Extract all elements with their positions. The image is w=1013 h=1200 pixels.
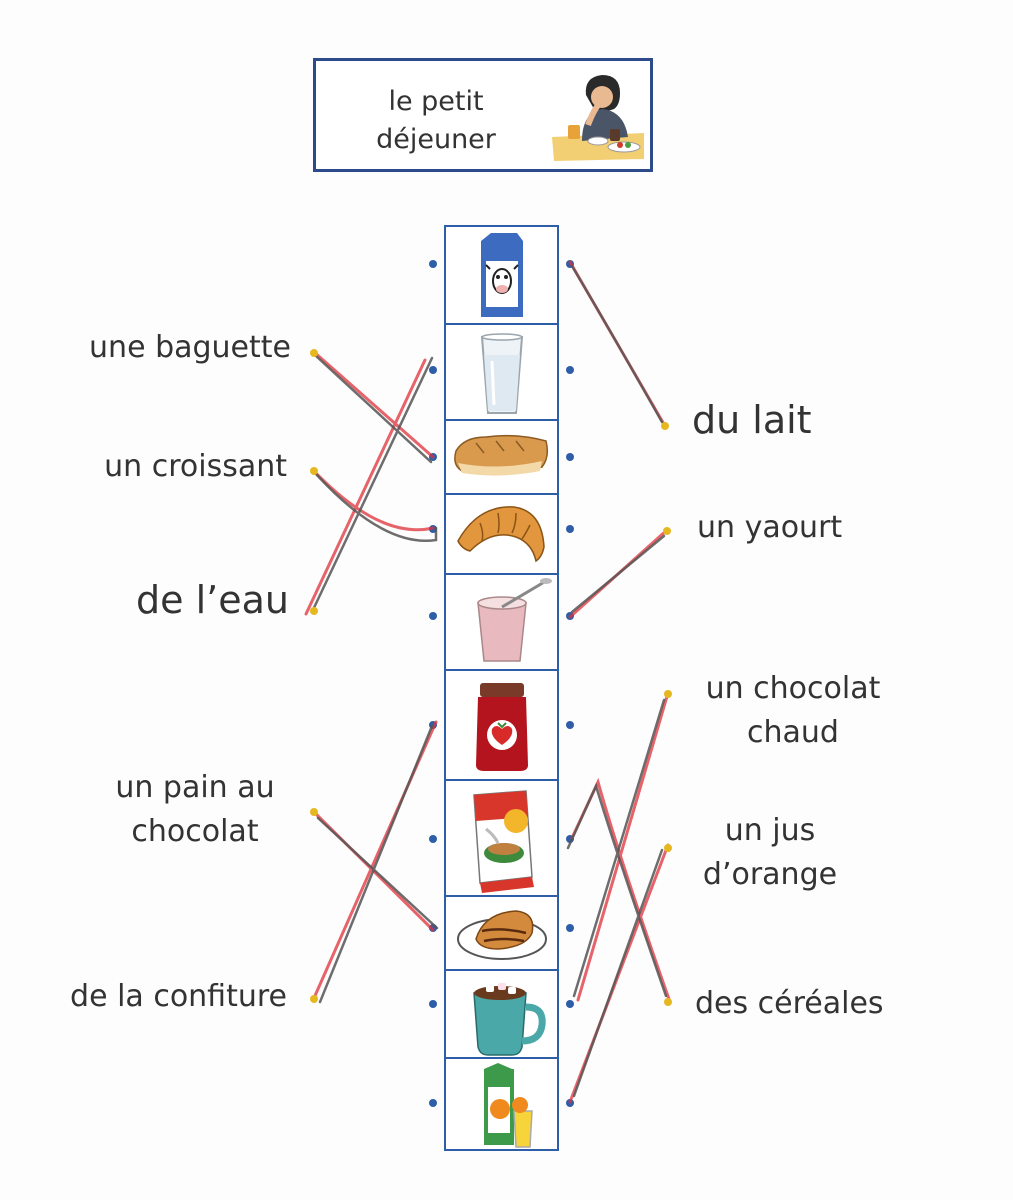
right-dot-baguette[interactable] — [566, 453, 574, 461]
label-un-croissant: un croissant — [104, 449, 287, 484]
match-line-croissant-grey — [314, 472, 438, 542]
label-une-baguette: une baguette — [89, 330, 291, 365]
left-dot-pain[interactable] — [429, 924, 437, 932]
label-un-yaourt: un yaourt — [697, 510, 843, 545]
match-line-eau — [304, 358, 427, 616]
glass-of-water-icon — [480, 333, 524, 414]
food-cell — [446, 779, 557, 895]
right-dot-pain[interactable] — [566, 924, 574, 932]
match-line-cereales-grey — [566, 782, 668, 998]
match-line-jus-grey — [572, 848, 664, 1098]
label-line: un chocolat — [705, 671, 881, 706]
match-line-pain-grey — [316, 816, 439, 930]
left-dot-cereal[interactable] — [429, 835, 437, 843]
right-dot-water[interactable] — [566, 366, 574, 374]
label-des-cereales: des céréales — [695, 986, 884, 1021]
hot-chocolate-mug-icon — [473, 983, 546, 1056]
left-dot-water[interactable] — [429, 366, 437, 374]
person-eating-breakfast-icon — [552, 75, 644, 161]
food-cell — [446, 493, 557, 573]
match-line-confiture-grey — [318, 724, 434, 1004]
left-dot-hot-chocolate[interactable] — [429, 1000, 437, 1008]
match-line-croissant — [311, 468, 435, 532]
yogurt-pot-icon — [477, 578, 552, 662]
right-dot-cereal[interactable] — [566, 835, 574, 843]
label-un-pain-au-chocolat: un pain au chocolat — [100, 766, 290, 854]
left-dot-yogurt[interactable] — [429, 612, 437, 620]
left-dot-milk[interactable] — [429, 260, 437, 268]
left-dot-jam[interactable] — [429, 721, 437, 729]
food-cell — [446, 419, 557, 493]
label-line: un jus — [724, 813, 816, 848]
label-de-la-confiture: de la confiture — [70, 979, 287, 1014]
match-line-lait — [568, 260, 667, 428]
title-line-1: le petit — [388, 86, 484, 117]
label-line: d’orange — [702, 857, 838, 892]
title-line-2: déjeuner — [376, 124, 496, 155]
baguette-icon — [454, 434, 549, 476]
food-cell — [446, 895, 557, 969]
food-cell — [446, 669, 557, 779]
right-dot-hot-chocolate[interactable] — [566, 1000, 574, 1008]
label-du-lait: du lait — [692, 398, 812, 442]
right-dot-milk[interactable] — [566, 260, 574, 268]
match-line-baguette — [312, 350, 435, 459]
food-cell — [446, 573, 557, 669]
title-card: le petit déjeuner — [313, 58, 653, 172]
match-line-yaourt-grey — [570, 534, 666, 614]
croissant-icon — [457, 506, 545, 563]
match-line-yaourt — [568, 528, 669, 619]
label-line: chaud — [747, 715, 839, 750]
match-line-pain — [312, 810, 435, 932]
label-un-chocolat-chaud: un chocolat chaud — [693, 667, 893, 755]
right-dot-croissant[interactable] — [566, 525, 574, 533]
page-title: le petit déjeuner — [316, 83, 556, 159]
food-picture-column — [444, 225, 559, 1151]
match-line-chocolat — [576, 691, 670, 1002]
orange-juice-icon — [484, 1063, 533, 1148]
match-line-chocolat-grey — [572, 698, 666, 998]
match-line-baguette-grey — [314, 354, 433, 464]
milk-carton-icon — [481, 233, 523, 317]
match-line-cereales — [570, 777, 672, 1004]
match-line-confiture — [312, 720, 438, 1000]
left-dot-baguette[interactable] — [429, 453, 437, 461]
label-de-l-eau: de l’eau — [136, 578, 289, 622]
pain-au-chocolat-icon — [457, 910, 547, 960]
label-line: un pain au — [115, 770, 275, 805]
left-dot-croissant[interactable] — [429, 525, 437, 533]
food-cell — [446, 1057, 557, 1149]
food-cell — [446, 969, 557, 1057]
right-dot-yogurt[interactable] — [566, 612, 574, 620]
jam-jar-icon — [476, 683, 528, 771]
right-dot-jam[interactable] — [566, 721, 574, 729]
cereal-box-icon — [473, 790, 534, 893]
match-line-eau-grey — [310, 356, 434, 614]
left-dot-juice[interactable] — [429, 1099, 437, 1107]
food-cell — [446, 323, 557, 419]
match-line-lait-grey — [570, 264, 664, 424]
label-line: chocolat — [131, 814, 259, 849]
match-line-jus — [568, 843, 670, 1104]
food-cell — [446, 227, 557, 323]
label-un-jus-d-orange: un jus d’orange — [690, 809, 850, 897]
right-dot-juice[interactable] — [566, 1099, 574, 1107]
